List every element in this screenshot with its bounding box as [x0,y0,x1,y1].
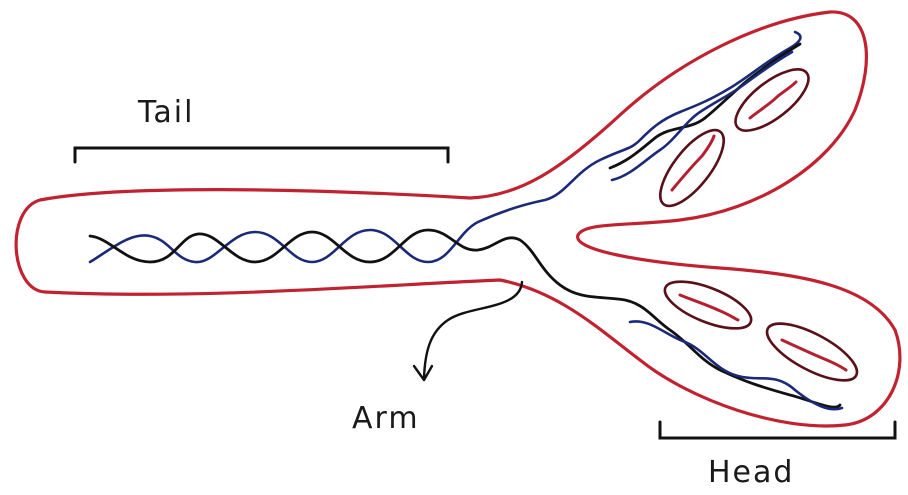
tail-bracket [75,148,448,162]
arm-label: Arm [352,401,420,436]
cell-outline [16,12,900,426]
head-bracket [660,422,895,438]
organelle-upper-1 [726,59,818,142]
arm-arrowhead [414,366,432,380]
arm-arrow [424,282,522,378]
dna-strand-black-tail [90,230,840,407]
head-label: Head [708,455,794,490]
dna-strand-blue-upper [612,52,792,180]
organelle-lower-1 [659,272,757,338]
dna-strand-blue-lower [630,321,842,409]
tail-label: Tail [137,95,194,130]
